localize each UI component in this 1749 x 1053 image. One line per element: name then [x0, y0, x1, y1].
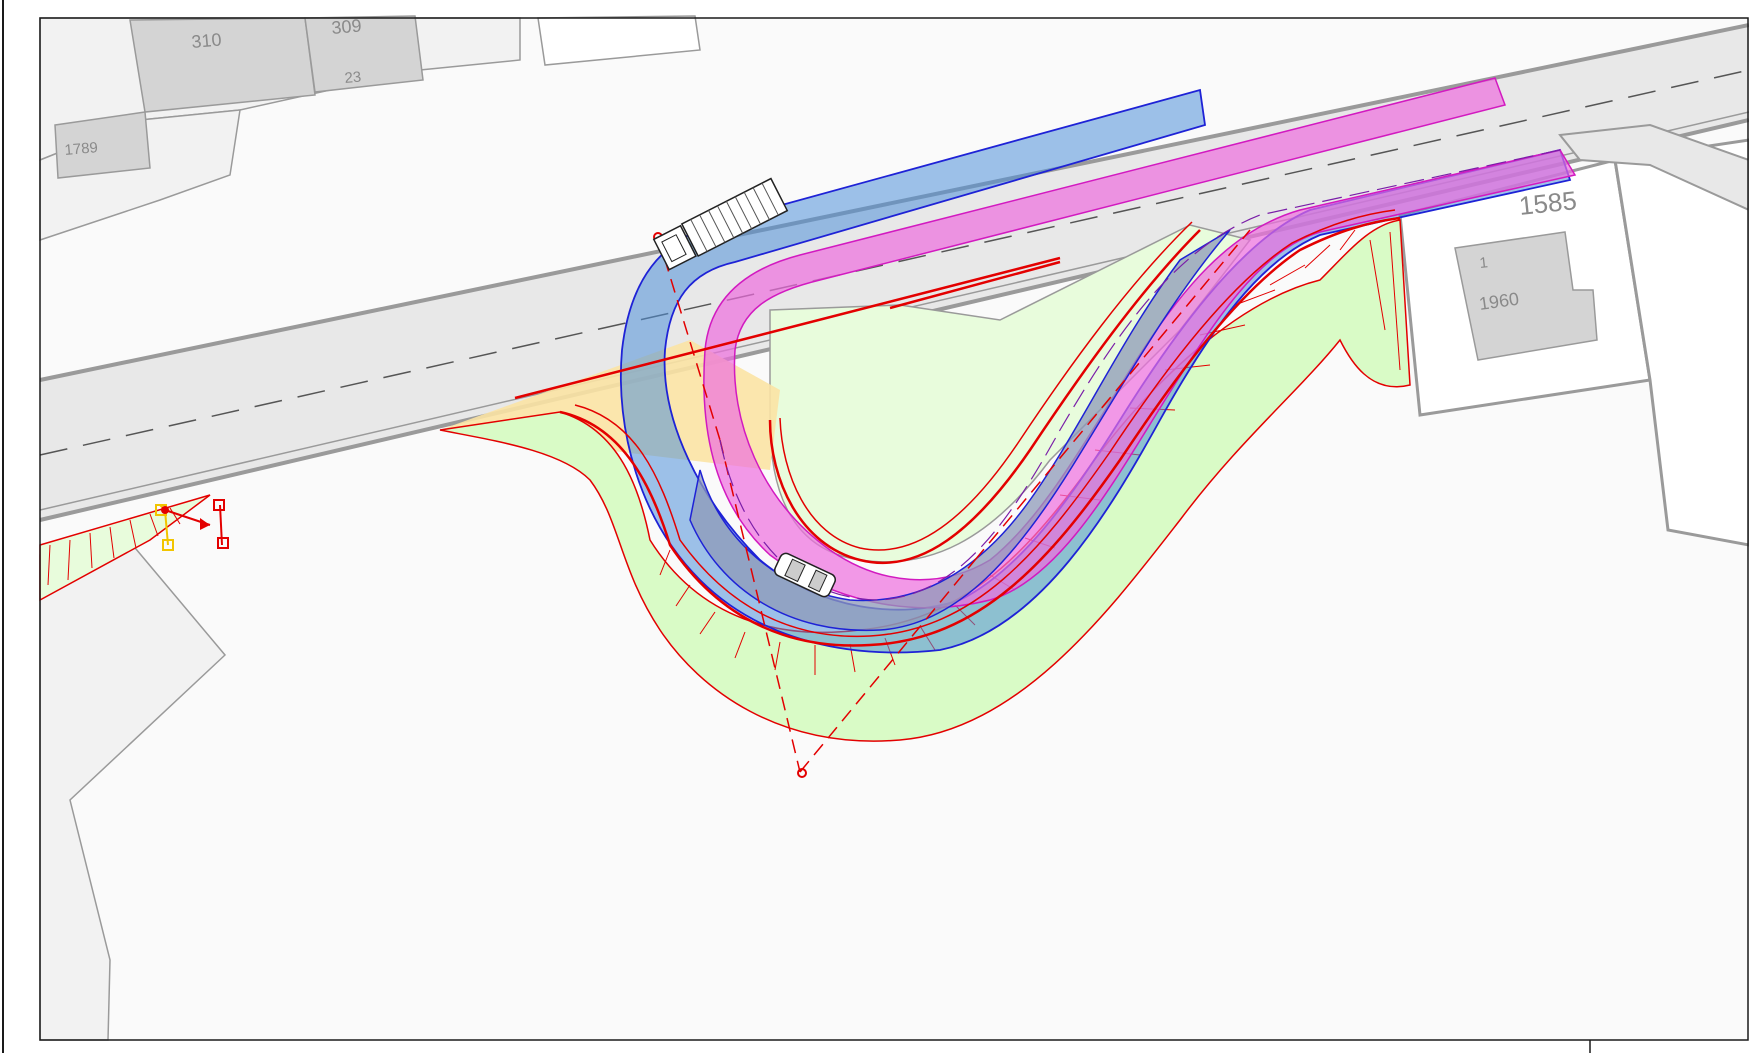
building-top-center	[537, 15, 701, 66]
lot-1585-house-number: 1	[1479, 254, 1489, 272]
lot-310-label: 310	[191, 29, 223, 52]
lot-309-label: 309	[331, 15, 363, 38]
axis-marker-icon	[155, 499, 229, 551]
building-309	[304, 15, 424, 93]
buildings-upper-left	[54, 15, 424, 179]
lot-1789-label: 1789	[64, 139, 99, 159]
road-centerline	[39, 69, 1749, 456]
radius-center-marker	[797, 768, 807, 778]
building-310	[129, 17, 316, 113]
truck-swept-path	[619, 88, 1572, 654]
drawing-frame	[39, 17, 1749, 1041]
car-icon	[773, 552, 837, 598]
lot-309-house-number: 23	[344, 69, 362, 87]
side-road	[1558, 123, 1749, 212]
vehicle-centerline	[719, 149, 1561, 601]
building-1789	[54, 111, 151, 179]
truck-icon	[652, 177, 789, 271]
radius-construction-lines	[657, 229, 1251, 773]
building-1960	[1454, 231, 1598, 361]
design-road-edges	[514, 209, 1401, 647]
lot-1585-label: 1585	[1517, 185, 1578, 221]
